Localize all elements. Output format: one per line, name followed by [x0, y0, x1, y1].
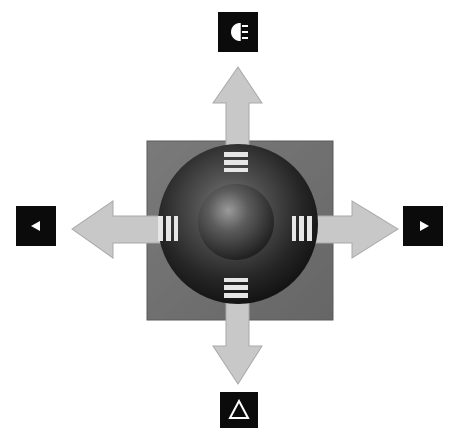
right-turn-signal-icon: [403, 206, 443, 246]
left-turn-signal-icon: [16, 206, 56, 246]
joystick-cap: [198, 184, 274, 260]
headlight-high-beam-icon: [218, 12, 258, 52]
detent-marks-bottom: [224, 278, 248, 298]
detent-marks-right: [292, 216, 312, 241]
hazard-triangle-icon: [220, 392, 258, 428]
detent-marks-left: [158, 216, 178, 241]
detent-marks-top: [224, 152, 248, 172]
